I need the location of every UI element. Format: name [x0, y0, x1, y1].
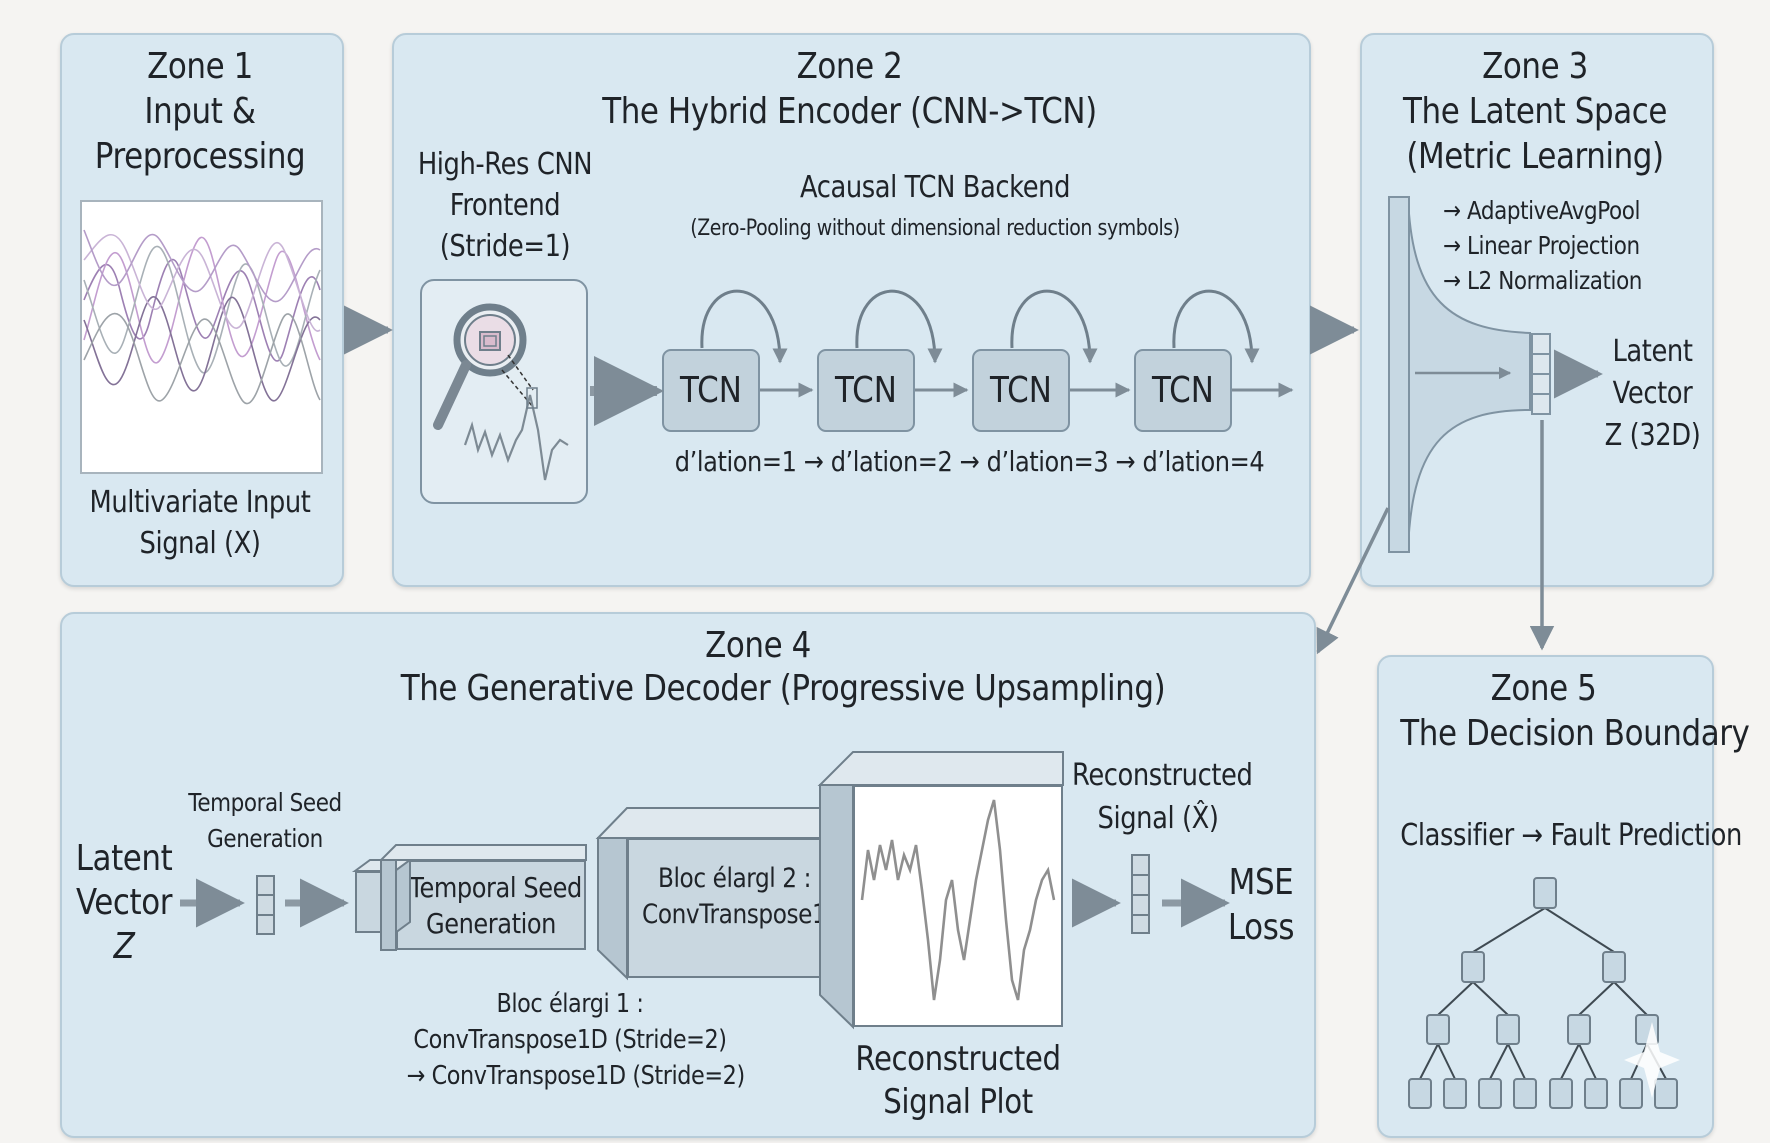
- reconstructed-plot-front: [853, 785, 1063, 1027]
- zone4-title-line2: The Generative Decoder (Progressive Upsa…: [400, 668, 1166, 709]
- recon-label-line2: Signal (X̂): [1097, 801, 1219, 836]
- reconstructed-signal-line: [860, 799, 1056, 1001]
- bloc1-label-line2: ConvTranspose1D (Stride=2): [413, 1025, 727, 1055]
- tcn-block-4-label: TCN: [1152, 370, 1214, 411]
- latent-step-2: → Linear Projection: [1443, 231, 1640, 260]
- tcn-block-3: TCN: [972, 349, 1070, 432]
- seed-label-line1: Temporal Seed: [188, 788, 342, 817]
- tcn-skip-loops: [700, 289, 1260, 364]
- plot-caption-line2: Signal Plot: [883, 1082, 1033, 1122]
- decoder-input-label-line2: Vector: [75, 882, 173, 923]
- decoder-input-label-line3: Z: [113, 926, 135, 967]
- zone1-title-line2: Input &: [144, 91, 256, 132]
- plot-caption-line1: Reconstructed: [855, 1039, 1061, 1079]
- input-signal-lines: [83, 229, 321, 405]
- decoder-input-label-line1: Latent: [75, 838, 173, 879]
- cnn-label-line3: (Stride=1): [439, 229, 571, 264]
- tcn-heading: Acausal TCN Backend: [799, 170, 1071, 205]
- zone2-title-line1: Zone 2: [796, 46, 903, 87]
- latent-vector-label-line1: Latent: [1612, 334, 1693, 369]
- decision-tree: [1419, 907, 1667, 1080]
- zone3-title-line1: Zone 3: [1482, 46, 1588, 87]
- latent-step-3: → L2 Normalization: [1443, 266, 1643, 295]
- tcn-block-3-label: TCN: [990, 370, 1052, 411]
- bloc2-label-line1: Bloc élargl 2 :: [658, 863, 811, 894]
- zone4-title-line1: Zone 4: [705, 625, 811, 666]
- loss-label-line1: MSE: [1228, 862, 1294, 903]
- zone1-caption-line1: Multivariate Input: [89, 485, 311, 520]
- classifier-label: Classifier → Fault Prediction: [1400, 818, 1742, 853]
- tcn-block-2: TCN: [817, 349, 915, 432]
- zone1-caption-line2: Signal (X): [139, 526, 261, 561]
- cnn-label-line2: Frontend: [449, 188, 561, 223]
- bloc1-label-line3: → ConvTranspose1D (Stride=2): [406, 1061, 746, 1091]
- recon-label-line1: Reconstructed: [1072, 758, 1253, 793]
- latent-step-1: → AdaptiveAvgPool: [1443, 196, 1640, 225]
- tcn-block-2-label: TCN: [835, 370, 897, 411]
- zone3-title-line2: The Latent Space: [1403, 91, 1667, 132]
- pooling-funnel: [1388, 196, 1551, 553]
- output-tensor: [1131, 854, 1150, 934]
- tcn-block-1-label: TCN: [680, 370, 742, 411]
- latent-vector-label-line2: Vector: [1612, 376, 1693, 411]
- bloc1-label-line1: Bloc élargi 1 :: [496, 989, 644, 1019]
- seed-block-front: [396, 860, 586, 950]
- seed-block-label-line1: Temporal Seed: [409, 871, 582, 904]
- zone2-title-line2: The Hybrid Encoder (CNN->TCN): [602, 91, 1097, 132]
- seed-label-line2: Generation: [207, 824, 323, 853]
- block-depth-faces: [351, 751, 1064, 1030]
- tcn-block-4: TCN: [1134, 349, 1232, 432]
- input-signal-plot: [80, 200, 323, 474]
- loss-label-line2: Loss: [1227, 907, 1295, 948]
- sparkle-icon: [1624, 1022, 1680, 1098]
- bloc2-label-line2: ConvTranspose1D: [642, 899, 844, 930]
- zone1-title-line1: Zone 1: [147, 46, 253, 87]
- dilation-text: d’lation=1 → d’lation=2 → d’lation=3 → d…: [674, 445, 1265, 478]
- decision-tree-nodes: [1408, 877, 1678, 1109]
- magnifier-icon: [433, 303, 569, 481]
- tcn-subheading: (Zero-Pooling without dimensional reduct…: [690, 216, 1180, 241]
- zone5-title-line1: Zone 5: [1490, 668, 1597, 709]
- tcn-block-1: TCN: [662, 349, 760, 432]
- arrow-latent-to-zone4: [1316, 507, 1390, 655]
- cnn-label-line1: High-Res CNN: [417, 147, 593, 182]
- seed-tensor: [256, 875, 275, 935]
- latent-vector-label-line3: Z (32D): [1604, 418, 1701, 453]
- zone1-title-line3: Preprocessing: [94, 136, 306, 177]
- zone3-title-line3: (Metric Learning): [1406, 136, 1664, 177]
- seed-block-label-line2: Generation: [425, 907, 557, 940]
